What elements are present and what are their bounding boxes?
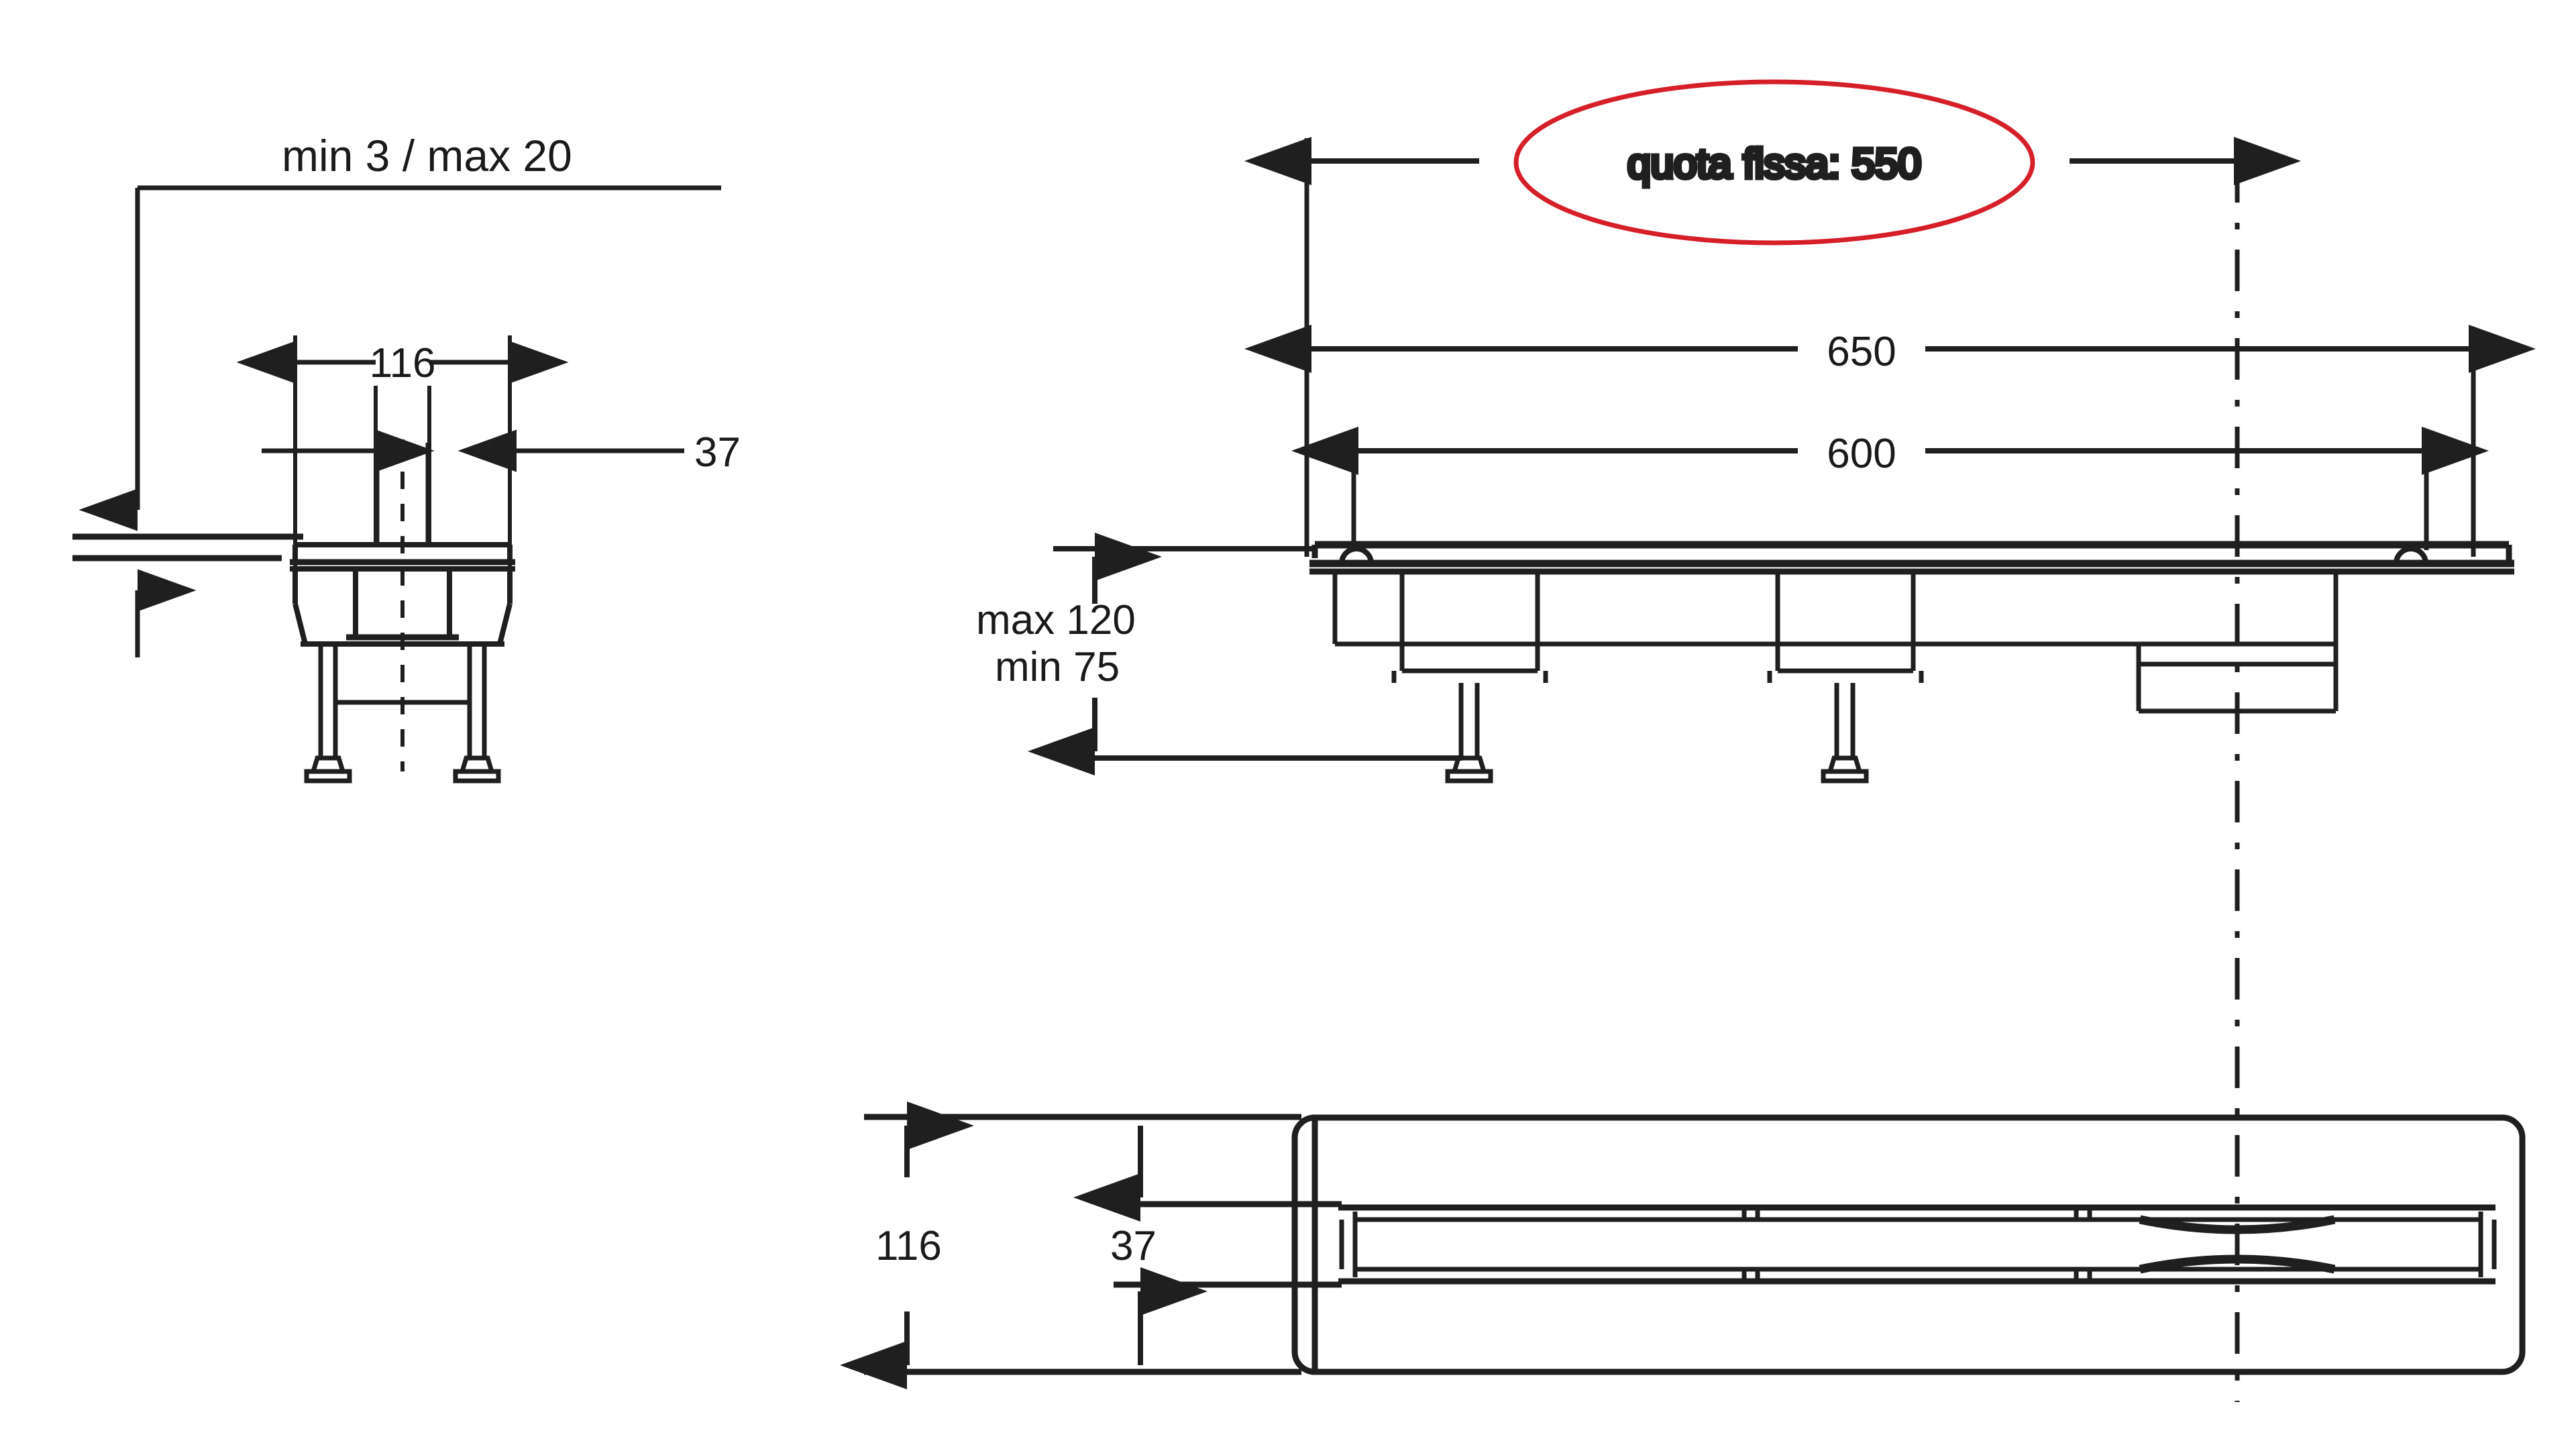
adjustable-legs-elevation	[1448, 683, 1866, 781]
label-max-120: max 120	[976, 597, 1136, 643]
label-height-range-section: min 3 / max 20	[282, 131, 572, 180]
label-116-plan: 116	[875, 1223, 942, 1269]
label-116-section: 116	[370, 340, 436, 386]
plan-outer-frame	[1291, 1114, 2526, 1375]
dim-116-plan	[840, 1102, 1301, 1389]
label-quota-fissa: quota fissa: 550	[1627, 141, 1921, 187]
floor-lines	[72, 533, 303, 561]
label-37-section: 37	[694, 429, 741, 476]
height-range-leader	[78, 185, 721, 657]
dim-height-elevation	[1028, 533, 1462, 775]
bottom-plan-view	[840, 1102, 2526, 1389]
dim-37-plan	[1073, 1126, 1342, 1365]
front-elevation-view: quota fissa: 550	[1028, 79, 2536, 1402]
plan-channel	[1338, 1204, 2497, 1285]
label-37-plan: 37	[1110, 1223, 1157, 1269]
label-650: 650	[1827, 329, 1896, 375]
quota-fissa-callout-ellipse	[1513, 79, 2035, 246]
label-600: 600	[1827, 431, 1896, 477]
channel-body-elevation	[1332, 572, 2339, 683]
left-section-view	[72, 185, 721, 781]
label-min-75: min 75	[995, 644, 1120, 690]
